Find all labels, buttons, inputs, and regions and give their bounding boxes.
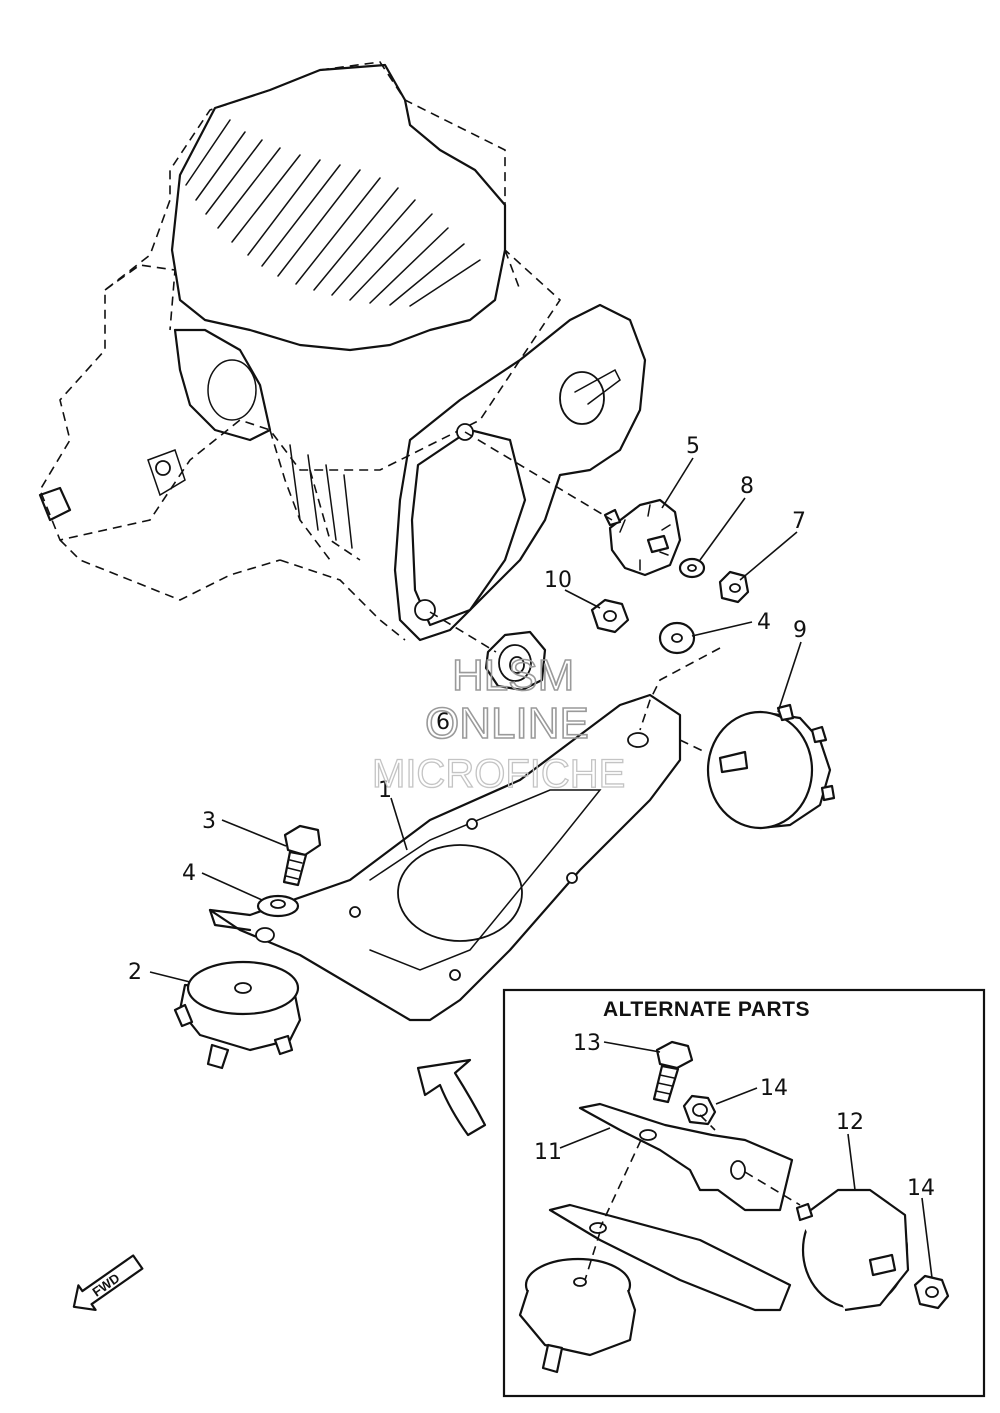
callout-4-left: 4 [182, 861, 196, 886]
watermark-line2: ONLINE [425, 699, 589, 748]
washer-part-8 [678, 557, 706, 579]
callout-8: 8 [740, 474, 754, 499]
callout-leaders [149, 457, 802, 983]
washer-part-4-left [256, 894, 300, 918]
engine-outline [39, 61, 562, 641]
callout-1: 1 [378, 778, 392, 803]
cylinder-head [38, 63, 507, 549]
mount-plate-part-5 [603, 498, 682, 577]
transmission-cover [393, 303, 647, 642]
rubber-mount-part-2 [173, 960, 302, 1070]
callout-12: 12 [836, 1110, 864, 1135]
nut-part-10 [590, 598, 630, 634]
callout-3: 3 [202, 809, 216, 834]
watermark-line1: HLSM [452, 651, 574, 700]
rubber-mount-part-9 [706, 703, 836, 830]
callout-14-upper: 14 [760, 1076, 788, 1101]
callout-numbers: 5 8 7 10 4 9 6 1 3 4 2 [128, 434, 807, 985]
rotation-arrow [416, 1058, 487, 1137]
callout-4-right: 4 [757, 610, 771, 635]
alternate-parts-inset: ALTERNATE PARTS [502, 988, 986, 1398]
watermark: HLSM ONLINE MICROFICHE [371, 650, 626, 796]
callout-2: 2 [128, 960, 142, 985]
alignment-lines [429, 431, 721, 753]
fwd-direction-arrow: FWD [72, 1254, 144, 1312]
callout-6: 6 [436, 710, 450, 735]
callout-10: 10 [544, 568, 572, 593]
bolt-part-3 [282, 824, 322, 887]
collar-nut-part-6 [484, 630, 547, 692]
engine-mount-bracket [208, 693, 682, 1022]
alternate-parts-title: ALTERNATE PARTS [603, 998, 810, 1021]
watermark-line3: MICROFICHE [372, 752, 625, 796]
washer-part-4-right [658, 621, 696, 655]
callout-14-lower: 14 [907, 1176, 935, 1201]
callout-5: 5 [686, 434, 700, 459]
callout-7: 7 [792, 509, 806, 534]
callout-11: 11 [534, 1140, 562, 1165]
callout-9: 9 [793, 618, 807, 643]
callout-13: 13 [573, 1031, 601, 1056]
